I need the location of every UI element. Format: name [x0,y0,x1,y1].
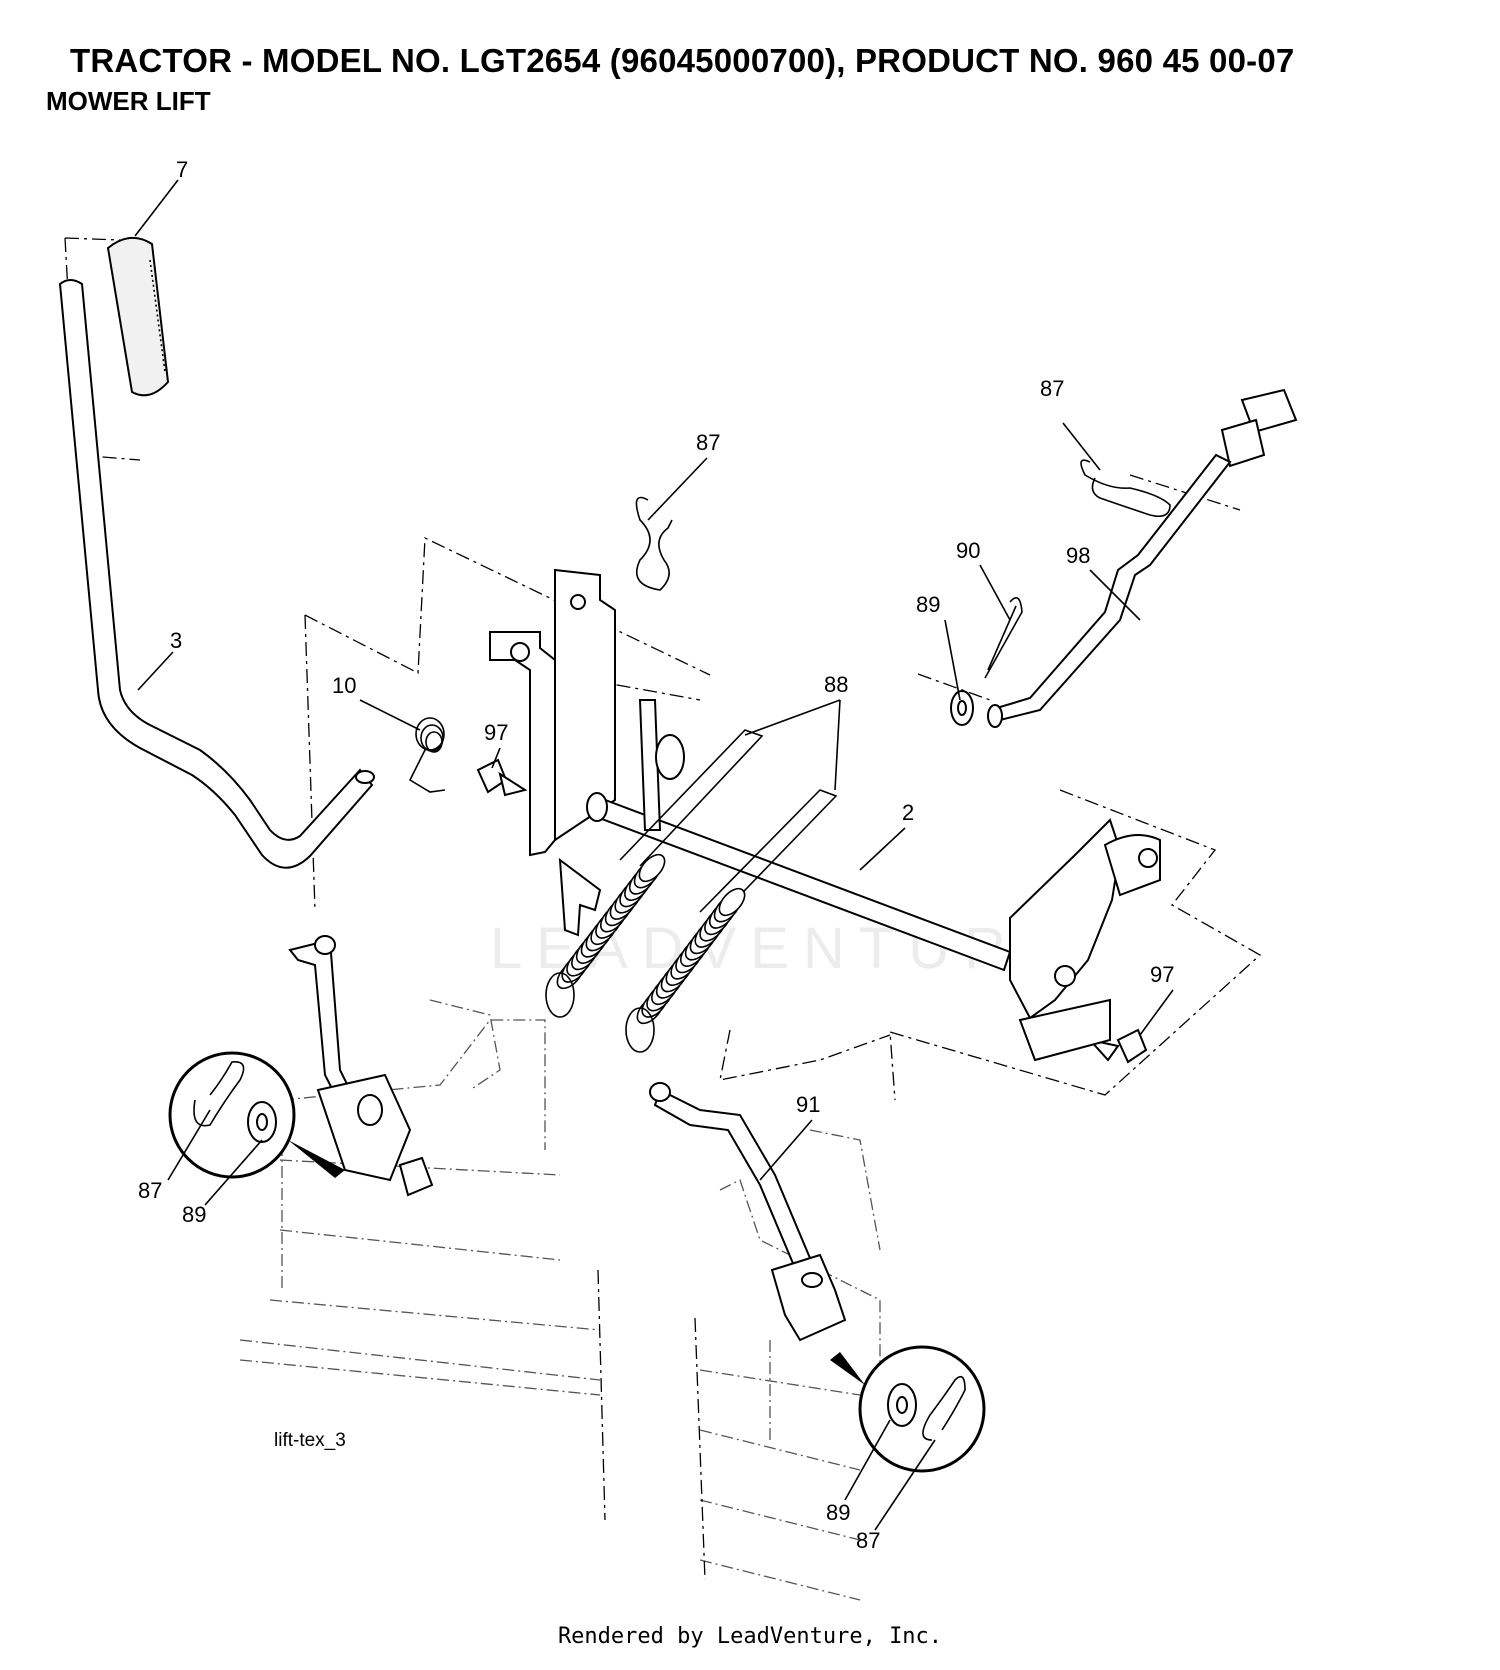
left-lower-link[interactable] [288,935,434,1197]
callout-89-upper: 89 [916,592,940,617]
callout-labels: 7 3 10 97 87 88 2 87 90 98 89 97 91 87 8… [138,157,1174,1553]
page-title: TRACTOR - MODEL NO. LGT2654 (96045000700… [70,42,1295,79]
detail-callout-right [830,1345,986,1473]
hairpin-clip-upper-left[interactable] [635,496,673,591]
callout-2: 2 [902,800,914,825]
callout-10: 10 [332,673,356,698]
lift-handle-grip[interactable] [106,237,170,397]
hairpin-cotter-90[interactable] [984,596,1023,679]
spring-coil [638,853,666,883]
callout-89-right-detail: 89 [826,1500,850,1525]
callout-88: 88 [824,672,848,697]
hex-bolt-lower[interactable] [1087,1028,1148,1064]
torsion-spring[interactable] [408,717,446,793]
lower-lift-link[interactable] [649,1082,847,1342]
hex-bolt-upper[interactable] [476,758,528,797]
spring-coil [718,887,746,917]
callout-89-left-detail: 89 [182,1202,206,1227]
callout-97-upper: 97 [484,720,508,745]
callout-7: 7 [176,157,188,182]
callout-97-lower: 97 [1150,962,1174,987]
leader-lines [134,179,1174,1531]
hairpin-clip-upper-right[interactable] [1080,459,1171,518]
flat-washer-upper[interactable] [950,690,974,726]
assembly-guide-lines [64,237,1262,1101]
lift-bracket[interactable] [489,568,616,937]
lift-shaft[interactable] [586,699,1161,1062]
callout-87-left-detail: 87 [138,1178,162,1203]
lift-handle-rod[interactable] [58,279,375,869]
callout-3: 3 [170,628,182,653]
lift-link-rod[interactable] [987,388,1298,728]
callout-90: 90 [956,538,980,563]
detail-callout-left [168,1051,345,1179]
callout-87-upper-right: 87 [1040,376,1064,401]
callout-98: 98 [1066,543,1090,568]
section-subtitle: MOWER LIFT [46,86,211,116]
callout-87-right-detail: 87 [856,1528,880,1553]
callout-87-upper-left: 87 [696,430,720,455]
footer-credit: Rendered by LeadVenture, Inc. [557,1624,943,1649]
drawing-code: lift-tex_3 [274,1430,346,1451]
callout-91: 91 [796,1092,820,1117]
extension-springs[interactable] [545,729,838,1053]
